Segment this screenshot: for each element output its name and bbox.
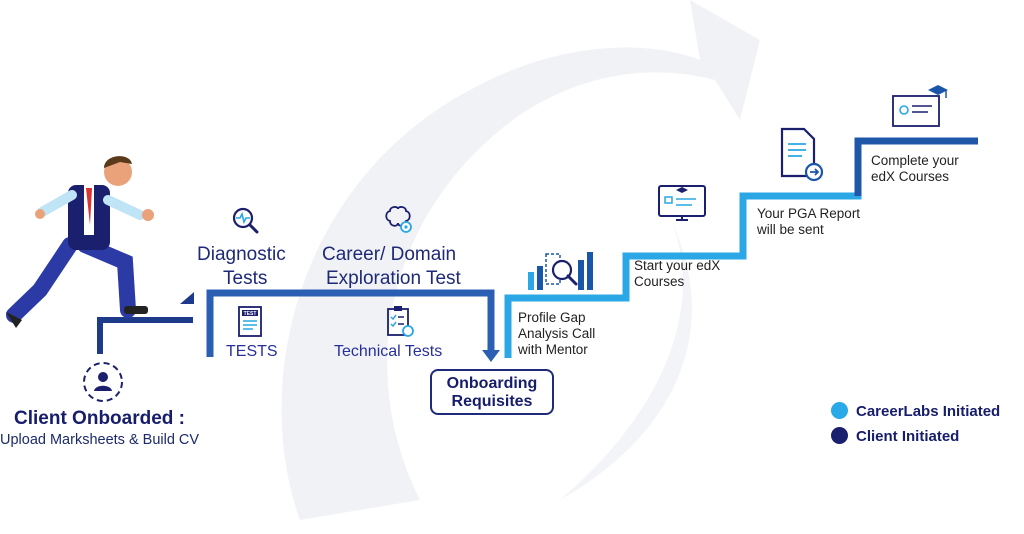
client-subtitle: Upload Marksheets & Build CV xyxy=(0,432,200,448)
diagnostic-label-2: Tests xyxy=(223,268,268,289)
checklist-gear-icon xyxy=(387,306,414,337)
step-pga-report-line1: Your PGA Report xyxy=(757,206,861,221)
legend-client-dot xyxy=(831,427,848,444)
legend-client-label: Client Initiated xyxy=(856,428,960,445)
client-top-step xyxy=(854,137,978,196)
step-pga-report-line2: will be sent xyxy=(757,222,824,237)
brain-gear-icon xyxy=(385,206,412,233)
onboarding-label-1: Onboarding xyxy=(446,375,538,392)
diagnostic-label-1: Diagnostic xyxy=(197,244,286,265)
legend-careerlabs-dot xyxy=(831,402,848,419)
career-label-2: Exploration Test xyxy=(326,268,461,289)
step-profile-gap-line2: Analysis Call xyxy=(518,326,596,341)
certificate-cap-icon xyxy=(892,85,948,127)
step-start-edx-line2: Courses xyxy=(634,274,685,289)
step-client-arrow xyxy=(180,292,194,304)
step-profile-gap-line1: Profile Gap xyxy=(518,310,586,325)
stage1-bracket xyxy=(206,289,495,357)
client-title: Client Onboarded : xyxy=(14,408,185,429)
test-sheet-icon: TEST xyxy=(238,306,262,337)
stage1-arrow xyxy=(482,350,500,362)
bar-chart-magnifier-icon xyxy=(528,252,593,290)
onboarding-label-2: Requisites xyxy=(451,393,533,410)
step-profile-gap-line3: with Mentor xyxy=(518,342,588,357)
tests-label: TESTS xyxy=(226,343,278,360)
magnifier-pulse-icon xyxy=(232,207,259,234)
career-label-1: Career/ Domain xyxy=(322,244,457,265)
monitor-course-icon xyxy=(658,185,706,221)
step-complete-edx-line1: Complete your xyxy=(871,153,959,168)
step-start-edx-line1: Start your edX xyxy=(634,258,721,273)
step-complete-edx-line2: edX Courses xyxy=(871,169,950,184)
onboarding-requisites-box: Onboarding Requisites xyxy=(430,369,554,415)
legend-careerlabs-label: CareerLabs Initiated xyxy=(856,403,1001,420)
document-arrow-icon xyxy=(780,127,824,182)
step-client-line xyxy=(97,317,193,354)
technical-tests-label: Technical Tests xyxy=(334,343,443,360)
user-target-icon xyxy=(83,362,123,402)
svg-text:TEST: TEST xyxy=(244,311,257,317)
runner-figure xyxy=(6,156,154,328)
